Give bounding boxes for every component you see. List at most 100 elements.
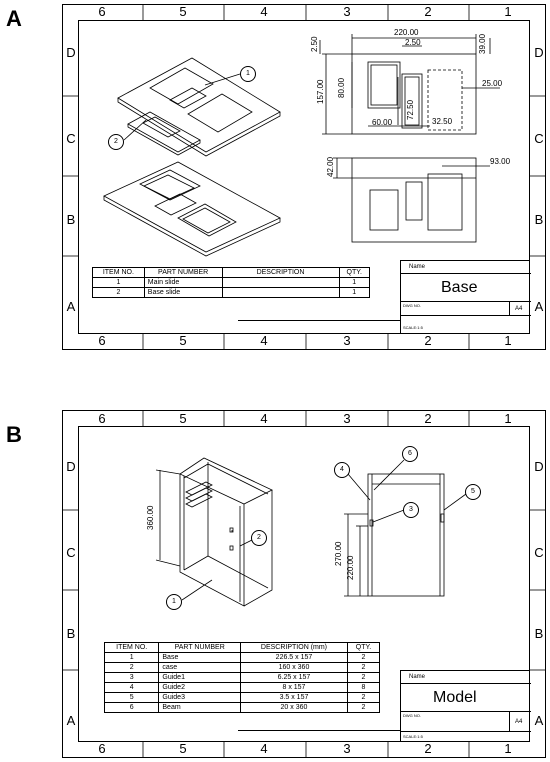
bom-cell: 3.5 x 157 bbox=[239, 692, 348, 703]
zone-row-label: B bbox=[66, 212, 76, 227]
bom-header: ITEM NO. bbox=[103, 642, 160, 653]
table-row: 2 Base slide 1 bbox=[92, 287, 370, 298]
balloon-callout: 5 bbox=[465, 484, 481, 500]
zone-col-label: 4 bbox=[260, 4, 268, 19]
bom-cell: 5 bbox=[103, 692, 160, 703]
table-row: 1 Base 226.5 x 157 2 bbox=[103, 652, 381, 663]
bom-cell: 2 bbox=[346, 652, 381, 663]
bom-cell: 2 bbox=[103, 662, 160, 673]
zone-row-label: D bbox=[534, 459, 544, 474]
bom-cell: Base bbox=[158, 652, 241, 663]
bom-cell: Beam bbox=[158, 702, 241, 713]
bom-cell: case bbox=[158, 662, 241, 673]
zone-row-label: D bbox=[534, 45, 544, 60]
bom-cell: Guide3 bbox=[158, 692, 241, 703]
zone-row-label: B bbox=[534, 212, 544, 227]
drawing-title: Base bbox=[441, 279, 478, 296]
balloon-callout: 6 bbox=[402, 446, 418, 462]
zone-col-label: 1 bbox=[504, 741, 512, 756]
bom-header: QTY. bbox=[346, 642, 381, 653]
zone-row-label: D bbox=[66, 45, 76, 60]
dwg-no-label: DWG NO. bbox=[403, 713, 421, 718]
bom-cell: 2 bbox=[346, 672, 381, 683]
zone-col-label: 5 bbox=[179, 4, 187, 19]
bom-cell: Guide2 bbox=[158, 682, 241, 693]
dimension-label: 270.00 bbox=[334, 541, 343, 566]
balloon-callout: 1 bbox=[240, 66, 256, 82]
zone-col-label: 6 bbox=[98, 741, 106, 756]
zone-col-label: 3 bbox=[343, 333, 351, 348]
zone-row-label: A bbox=[534, 299, 544, 314]
bom-cell: 160 x 360 bbox=[239, 662, 348, 673]
table-row: 2 case 160 x 360 2 bbox=[103, 662, 381, 673]
dimension-label: 220.00 bbox=[346, 555, 355, 580]
bom-cell: 6.25 x 157 bbox=[239, 672, 348, 683]
zone-col-label: 2 bbox=[424, 411, 432, 426]
zone-col-label: 3 bbox=[343, 4, 351, 19]
zone-col-label: 6 bbox=[98, 4, 106, 19]
scale-label: SCALE:1:5 bbox=[403, 734, 423, 739]
bom-cell bbox=[221, 287, 340, 298]
bom-cell: Guide1 bbox=[158, 672, 241, 683]
sheet-border bbox=[62, 410, 546, 758]
balloon-callout: 2 bbox=[108, 134, 124, 150]
drawing-frame bbox=[78, 426, 530, 742]
zone-row-label: C bbox=[534, 545, 544, 560]
dimension-label: 93.00 bbox=[490, 157, 511, 166]
zone-row-label: C bbox=[534, 131, 544, 146]
panel-letter: A bbox=[6, 6, 22, 31]
zone-row-label: C bbox=[66, 131, 76, 146]
bom-header: DESCRIPTION (mm) bbox=[239, 642, 348, 653]
zone-col-label: 4 bbox=[260, 741, 268, 756]
bom-cell: 8 bbox=[346, 682, 381, 693]
bom-cell: 6 bbox=[103, 702, 160, 713]
dimension-label: 220.00 bbox=[394, 28, 419, 37]
balloon-callout: 1 bbox=[166, 594, 182, 610]
title-block: Name Model DWG NO. A4 SCALE:1:5 bbox=[400, 670, 531, 742]
bom-cell: 2 bbox=[346, 662, 381, 673]
sheet-border bbox=[62, 4, 546, 350]
zone-col-label: 4 bbox=[260, 333, 268, 348]
zone-col-label: 5 bbox=[179, 333, 187, 348]
zone-col-label: 6 bbox=[98, 333, 106, 348]
dimension-label: 60.00 bbox=[372, 118, 393, 127]
bom-cell: 2 bbox=[346, 702, 381, 713]
zone-col-label: 4 bbox=[260, 411, 268, 426]
bom-table: ITEM NO. PART NUMBER DESCRIPTION QTY. 1 … bbox=[92, 267, 370, 298]
zone-row-label: A bbox=[66, 299, 76, 314]
zone-row-label: A bbox=[66, 713, 76, 728]
title-block: Name Base DWG NO. A4 SCALE:1:5 bbox=[400, 260, 531, 334]
zone-col-label: 1 bbox=[504, 411, 512, 426]
zone-col-label: 3 bbox=[343, 411, 351, 426]
dimension-label: 360.00 bbox=[146, 505, 155, 530]
title-block-name-label: Name bbox=[409, 264, 426, 270]
sheet-size: A4 bbox=[515, 306, 523, 312]
table-row: 4 Guide2 8 x 157 8 bbox=[103, 682, 381, 693]
zone-col-label: 3 bbox=[343, 741, 351, 756]
zone-row-label: A bbox=[534, 713, 544, 728]
balloon-callout: 2 bbox=[251, 530, 267, 546]
zone-col-label: 2 bbox=[424, 4, 432, 19]
bom-cell: 1 bbox=[103, 652, 160, 663]
sheet-size: A4 bbox=[515, 719, 523, 725]
zone-row-label: B bbox=[534, 626, 544, 641]
dimension-label: 25.00 bbox=[482, 79, 503, 88]
table-row: 5 Guide3 3.5 x 157 2 bbox=[103, 692, 381, 703]
table-row: 6 Beam 20 x 360 2 bbox=[103, 702, 381, 713]
bom-cell: 4 bbox=[103, 682, 160, 693]
dimension-label: 2.50 bbox=[405, 38, 421, 47]
bom-table: ITEM NO. PART NUMBER DESCRIPTION (mm) QT… bbox=[103, 642, 381, 713]
dwg-no-label: DWG NO. bbox=[403, 303, 421, 308]
bom-cell: 226.5 x 157 bbox=[239, 652, 348, 663]
bom-cell: 20 x 360 bbox=[239, 702, 348, 713]
zone-row-label: C bbox=[66, 545, 76, 560]
dimension-label: 32.50 bbox=[432, 117, 453, 126]
zone-col-label: 1 bbox=[504, 4, 512, 19]
bom-cell: 8 x 157 bbox=[239, 682, 348, 693]
zone-row-label: B bbox=[66, 626, 76, 641]
balloon-callout: 3 bbox=[403, 502, 419, 518]
balloon-callout: 4 bbox=[334, 462, 350, 478]
zone-row-label: D bbox=[66, 459, 76, 474]
